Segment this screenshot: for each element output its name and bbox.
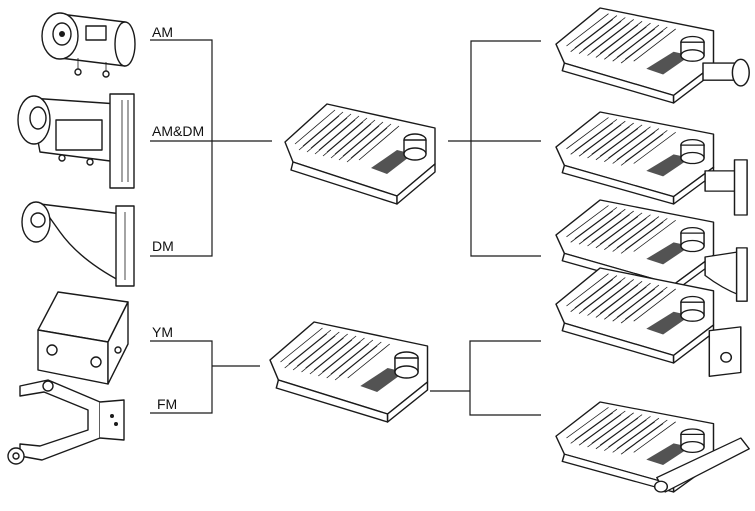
label-ym: YM xyxy=(152,324,173,340)
connector-lower-branch xyxy=(469,340,541,416)
label-dm: DM xyxy=(152,238,174,254)
right-luminaire-am xyxy=(555,7,750,104)
label-am: AM xyxy=(152,24,173,40)
connector-am xyxy=(150,39,213,257)
center-luminaire-upper xyxy=(284,103,436,205)
label-fm: FM xyxy=(157,396,178,412)
right-luminaire-fm xyxy=(555,401,750,493)
fm-bracket-drawing xyxy=(7,379,125,465)
am-bracket-drawing xyxy=(41,12,136,78)
center-luminaire-lower xyxy=(269,321,429,423)
label-am-dm: AM&DM xyxy=(152,123,205,139)
connector-ym-fm xyxy=(150,340,213,414)
dm-bracket-drawing xyxy=(21,201,135,287)
connector-upper-branch xyxy=(470,40,541,257)
ym-bracket-drawing xyxy=(37,291,129,385)
right-luminaire-am-dm xyxy=(555,111,748,216)
am-dm-bracket-drawing xyxy=(17,93,135,189)
right-luminaire-ym xyxy=(555,267,742,377)
right-luminaire-dm xyxy=(555,199,748,302)
